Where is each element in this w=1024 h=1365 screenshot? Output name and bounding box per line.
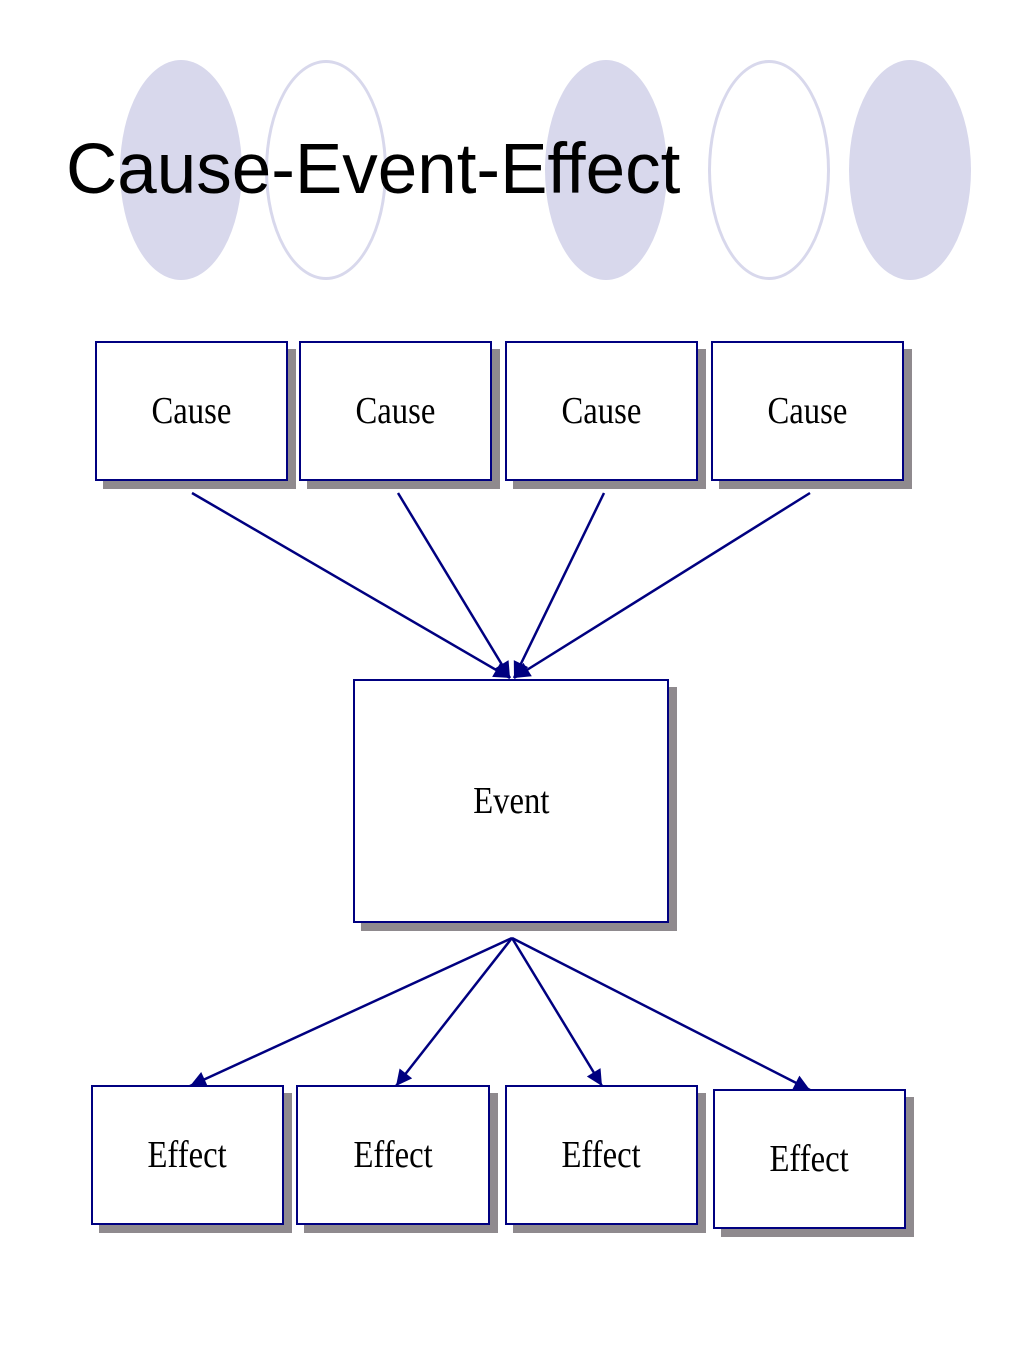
- event-box: Event: [353, 679, 669, 923]
- cause-label: Cause: [151, 390, 232, 432]
- cause-box-3: Cause: [505, 341, 698, 481]
- page-title: Cause-Event-Effect: [66, 130, 681, 209]
- cause-box-2: Cause: [299, 341, 492, 481]
- effect-label: Effect: [561, 1134, 642, 1176]
- cause-box-4: Cause: [711, 341, 904, 481]
- cause-label: Cause: [561, 390, 642, 432]
- edge-cause-2-event: [396, 492, 512, 679]
- cause-label: Cause: [767, 390, 848, 432]
- decorative-ring-1: [265, 60, 387, 280]
- effect-box-4: Effect: [713, 1089, 906, 1229]
- effect-label: Effect: [147, 1134, 228, 1176]
- edge-cause-4-event: [513, 491, 811, 680]
- edge-event-effect-4: [511, 936, 811, 1092]
- edge-event-effect-1: [189, 936, 513, 1088]
- decorative-ring-2: [708, 60, 830, 280]
- edge-event-effect-2: [395, 937, 513, 1087]
- edge-event-effect-3: [510, 937, 604, 1087]
- effect-label: Effect: [769, 1138, 850, 1180]
- effect-box-3: Effect: [505, 1085, 698, 1225]
- edge-cause-3-event: [512, 492, 606, 679]
- decorative-circle-3: [849, 60, 971, 280]
- cause-box-1: Cause: [95, 341, 288, 481]
- decorative-circle-1: [120, 60, 242, 280]
- decorative-circle-2: [545, 60, 667, 280]
- effect-box-2: Effect: [296, 1085, 490, 1225]
- event-label: Event: [472, 780, 550, 822]
- cause-label: Cause: [355, 390, 436, 432]
- effect-box-1: Effect: [91, 1085, 284, 1225]
- effect-label: Effect: [353, 1134, 433, 1176]
- edge-cause-1-event: [191, 491, 511, 680]
